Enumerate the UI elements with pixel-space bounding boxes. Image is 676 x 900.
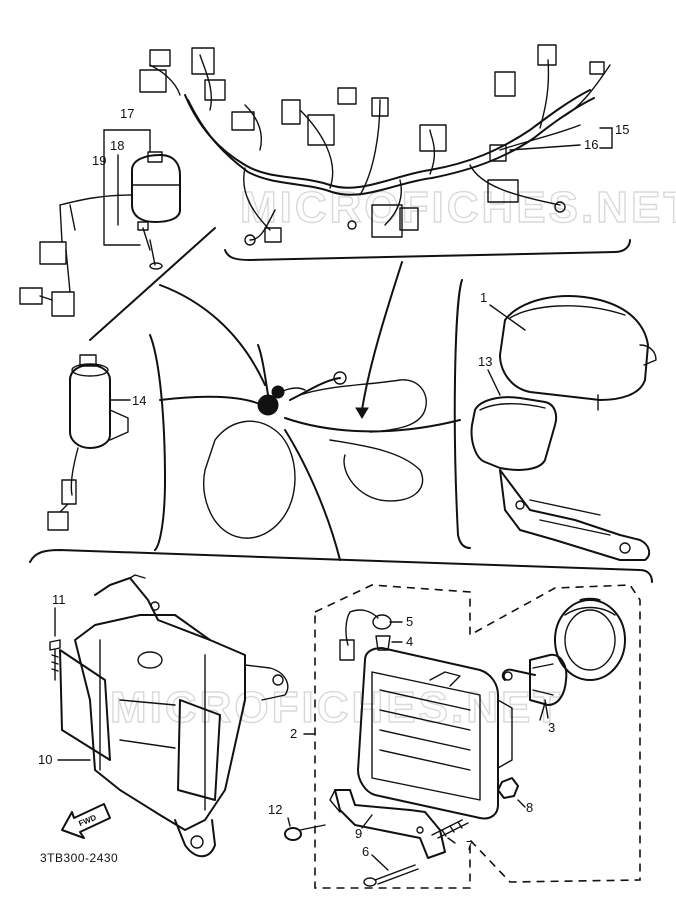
part-label-9: 9: [355, 826, 362, 841]
screw-6: [363, 864, 419, 887]
part-label-18: 18: [110, 138, 124, 153]
part-label-15: 15: [615, 122, 629, 137]
part-label-2: 2: [290, 726, 297, 741]
part-label-12: 12: [268, 802, 282, 817]
headlight-enclosure: [314, 584, 641, 889]
nut-8: [497, 777, 519, 799]
socket-cord: [339, 609, 403, 661]
main-switch: [47, 354, 131, 531]
part-label-14: 14: [132, 393, 146, 408]
diagram-code: 3TB300-2430: [40, 851, 118, 865]
part-label-7: 7: [466, 838, 473, 853]
part-label-19: 19: [92, 153, 106, 168]
headlight-unit: [357, 647, 513, 820]
part-label-13: 13: [478, 354, 492, 369]
part-label-10: 10: [38, 752, 52, 767]
part-label-16: 16: [584, 137, 598, 152]
bulb-and-cover: [501, 597, 626, 719]
rim-bracket: [329, 789, 446, 859]
motorcycle-overview: [159, 261, 461, 561]
part-label-6: 6: [362, 844, 369, 859]
part-label-4: 4: [406, 634, 413, 649]
part-label-5: 5: [406, 614, 413, 629]
wire-harness: [139, 44, 631, 261]
part-label-11: 11: [52, 592, 66, 607]
meter-assembly: [470, 295, 657, 561]
watermark-top: MICROFICHES.NET: [240, 183, 676, 232]
forward-arrow: FWD: [61, 803, 111, 839]
adjust-screw-7: [431, 819, 469, 839]
part-label-1: 1: [480, 290, 487, 305]
part-label-3: 3: [548, 720, 555, 735]
screw-12: [284, 824, 326, 841]
handlebar-switch: [19, 129, 181, 317]
headlight-stay: [49, 574, 289, 858]
part-label-8: 8: [526, 800, 533, 815]
watermark-bottom: MICROFICHES.NET: [110, 683, 563, 732]
part-label-17: 17: [120, 106, 134, 121]
